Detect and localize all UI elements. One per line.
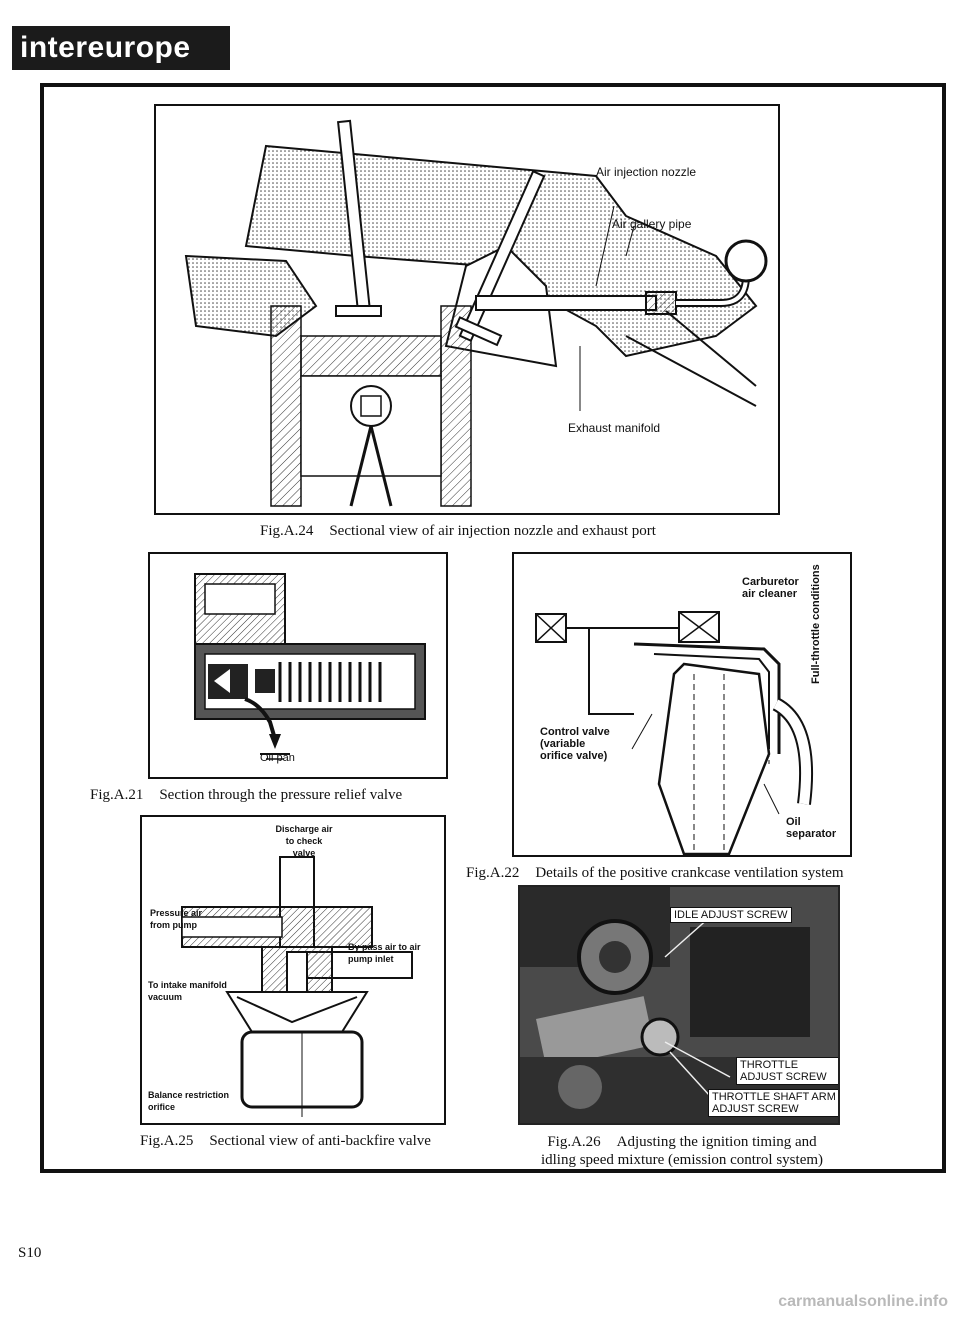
page-frame [40,83,946,1173]
page-number: S10 [18,1245,42,1261]
caption-text-line2: idling speed mixture (emission control s… [540,1152,824,1168]
caption-fig-a24: Fig.A.24 Sectional view of air injection … [260,522,656,540]
label-control-valve: Control valve (variable orifice valve) [540,726,610,762]
caption-text: Sectional view of anti-backfire valve [209,1133,431,1149]
anti-backfire-valve-illustration [181,856,413,1117]
caption-fig-a26: Fig.A.26 Adjusting the ignition timing an… [522,1133,842,1169]
caption-text: Details of the positive crankcase ventil… [535,865,844,881]
label-exhaust-manifold: Exhaust manifold [568,421,661,435]
label-throttle-adjust-screw: THROTTLE ADJUST SCREW [736,1057,838,1085]
footer-watermark: carmanualsonline.info [778,1293,948,1310]
caption-number: Fig.A.22 [466,865,520,881]
caption-text: Sectional view of air injection nozzle a… [329,523,656,539]
label-idle-adjust-screw: IDLE ADJUST SCREW [670,907,792,923]
label-pressure-air: Pressure air from pump [150,908,203,930]
label-discharge-air: Discharge air to check valve [275,824,333,858]
figure-a24-drawing: Air injection nozzle Air gallery pipe Ex… [154,104,780,515]
label-balance-restriction-orifice: Balance restriction orifice [148,1090,230,1112]
pressure-relief-valve-illustration [194,573,426,760]
pcv-system-illustration [535,611,814,855]
caption-fig-a22: Fig.A.22 Details of the positive crankcas… [466,864,844,882]
figure-a25-drawing: Discharge air to check valve Pressure ai… [140,815,446,1125]
engine-section-illustration [184,119,768,507]
caption-text: Section through the pressure relief valv… [159,787,403,803]
caption-text-line1: Adjusting the ignition timing and [616,1134,817,1150]
label-oil-pan: Oil pan [260,752,295,764]
label-carburetor-air-cleaner: Carburetor air cleaner [742,576,799,600]
caption-fig-a21: Fig.A.21 Section through the pressure rel… [90,786,402,804]
label-air-gallery-pipe: Air gallery pipe [612,217,692,231]
label-air-injection-nozzle: Air injection nozzle [596,165,697,179]
label-bypass-air: By pass air to air pump inlet [348,942,421,964]
caption-number: Fig.A.24 [260,523,314,539]
caption-number: Fig.A.26 [547,1134,601,1150]
label-intake-manifold-vacuum: To intake manifold vacuum [148,980,227,1002]
caption-fig-a25: Fig.A.25 Sectional view of anti-backfire … [140,1132,431,1150]
label-full-throttle-conditions: Full-throttle conditions [810,564,822,684]
figure-a26-photo: IDLE ADJUST SCREW THROTTLE ADJUST SCREW … [518,885,840,1125]
brand-logo: intereurope [12,26,230,70]
label-throttle-shaft-arm-screw: THROTTLE SHAFT ARM ADJUST SCREW [708,1089,838,1117]
caption-number: Fig.A.25 [140,1133,194,1149]
figure-a21-drawing: Oil pan [148,552,448,779]
caption-number: Fig.A.21 [90,787,144,803]
figure-a22-drawing: Carburetor air cleaner Full-throttle con… [512,552,852,857]
label-oil-separator: Oil separator [786,816,837,840]
